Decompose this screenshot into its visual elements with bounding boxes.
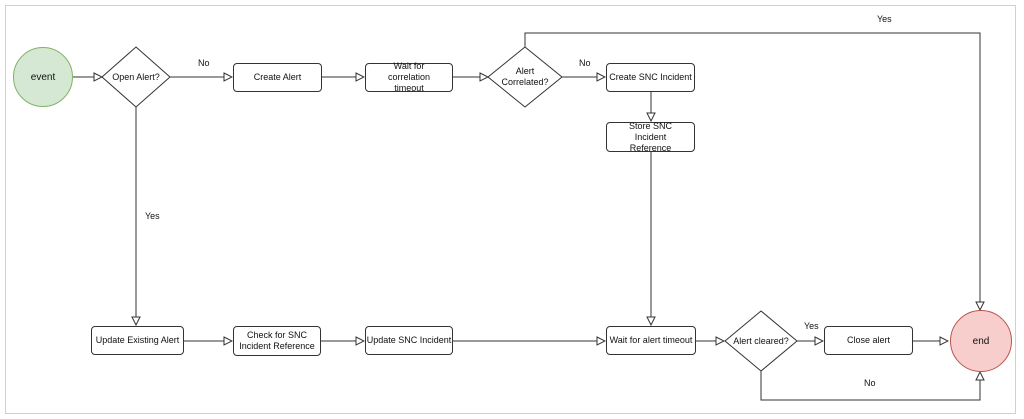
create-snc-incident-box: Create SNC Incident [606, 63, 695, 92]
start-node: event [13, 47, 73, 107]
update-snc-incident-box: Update SNC Incident [365, 326, 453, 355]
edge-label-open-alert-no: No [198, 58, 210, 68]
alert-correlated-label: Alert Correlated? [501, 66, 549, 87]
start-label: event [30, 71, 56, 83]
close-alert-box: Close alert [824, 326, 913, 355]
edge-cleared-end [760, 371, 980, 401]
end-node: end [950, 310, 1012, 372]
diagram-frame [5, 5, 1016, 414]
edge-label-correlated-no: No [579, 58, 591, 68]
wait-correlation-box: Wait for correlation timeout [365, 61, 453, 93]
alert-cleared-label: Alert cleared? [733, 335, 789, 346]
wait-alert-timeout-box: Wait for alert timeout [606, 326, 696, 355]
alert-correlated-diamond [487, 46, 563, 108]
check-snc-reference-box: Check for SNC Incident Reference [233, 326, 321, 356]
store-snc-reference-box: Store SNC Incident Reference [606, 121, 695, 153]
edge-label-cleared-no: No [864, 378, 876, 388]
edge-label-cleared-yes: Yes [804, 321, 819, 331]
edge-correlated-end [524, 32, 980, 310]
create-alert-box: Create Alert [233, 63, 322, 92]
edge-label-open-alert-yes: Yes [145, 211, 160, 221]
end-label: end [972, 335, 990, 347]
open-alert-diamond [101, 46, 171, 108]
open-alert-label: Open Alert? [112, 71, 160, 82]
edge-label-correlated-yes: Yes [877, 14, 892, 24]
alert-cleared-diamond [724, 310, 798, 372]
update-existing-alert-box: Update Existing Alert [91, 326, 184, 355]
